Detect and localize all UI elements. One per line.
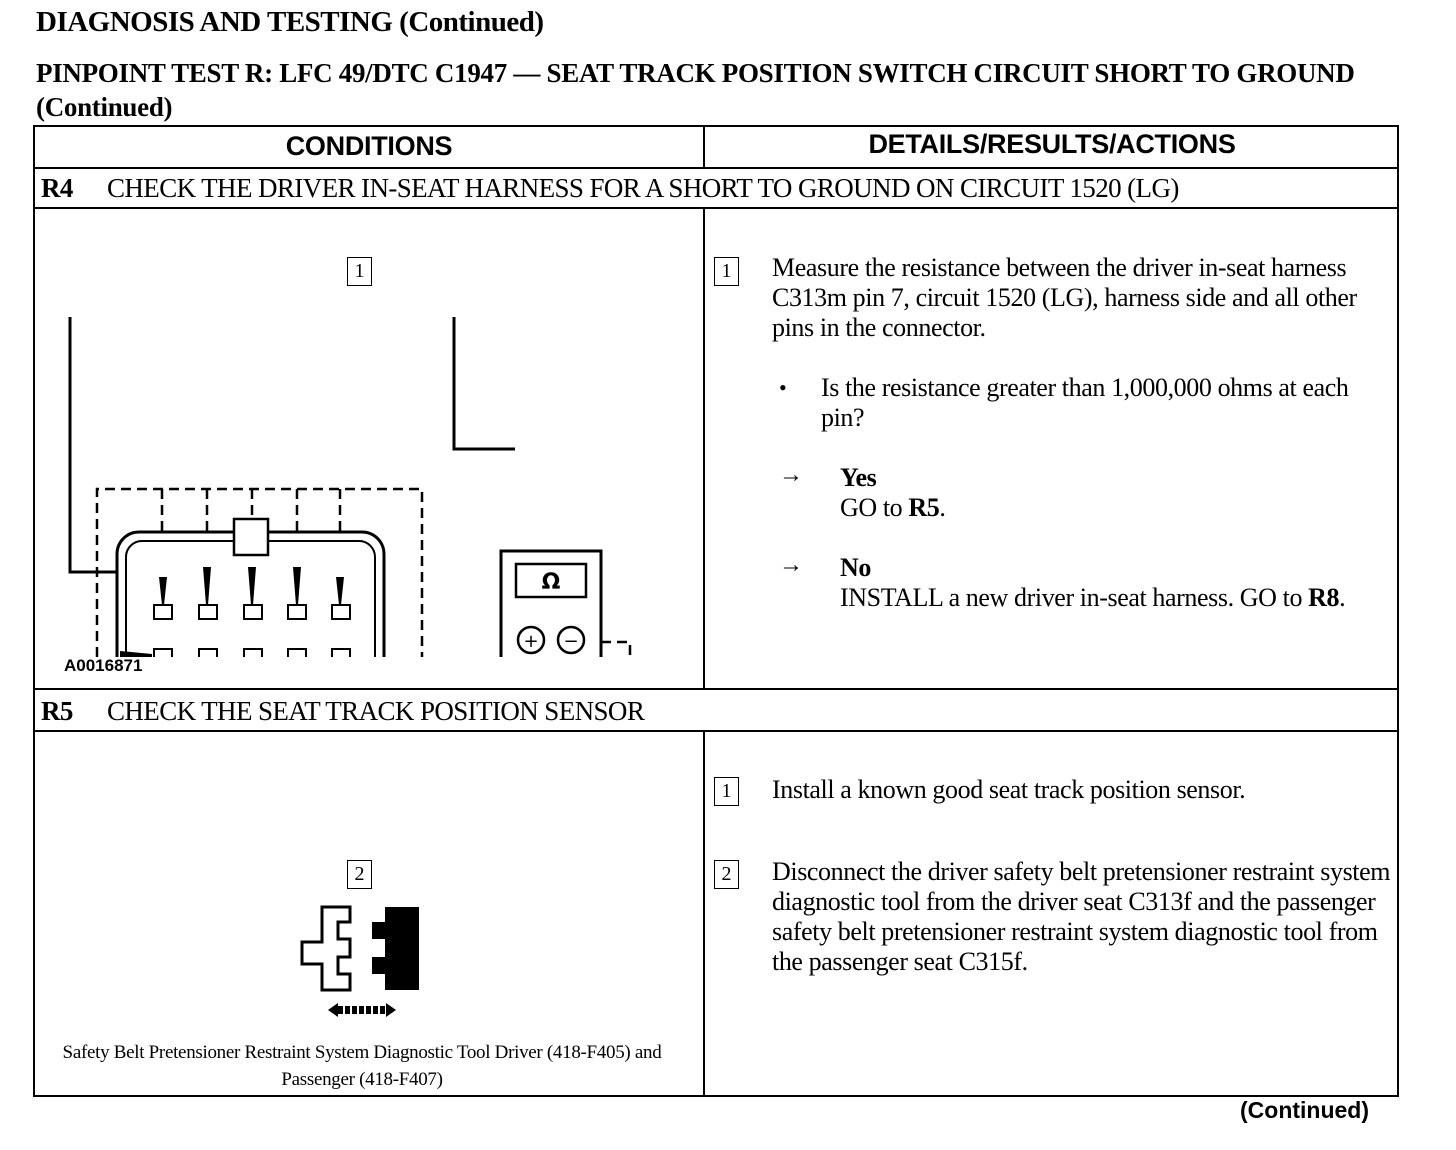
r5-id: R5 — [41, 696, 73, 726]
negative-terminal — [556, 625, 586, 655]
positive-terminal — [516, 625, 546, 655]
ohm-symbol: Ω — [542, 570, 561, 595]
r4-figure-step-box: 1 — [347, 257, 372, 286]
pinpoint-test-title: PINPOINT TEST R: LFC 49/DTC C1947 — SEAT… — [36, 58, 1355, 122]
yes-action: GO to R5. — [840, 493, 946, 523]
r4-step-1-text: Measure the resistance between the drive… — [772, 253, 1357, 342]
r5-top-divider — [35, 688, 1397, 690]
header-divider — [35, 167, 1397, 169]
r4-title-divider — [35, 207, 1397, 209]
r5-step-1-box: 1 — [714, 777, 739, 806]
minus-sign: − — [563, 631, 578, 652]
r5-heading: R5 CHECK THE SEAT TRACK POSITION SENSOR — [41, 696, 645, 727]
no-arrow: → — [779, 552, 803, 578]
yes-action-text: GO to — [840, 493, 909, 522]
column-divider-r4 — [703, 207, 705, 688]
r5-step-2-text: Disconnect the driver safety belt preten… — [772, 857, 1391, 976]
r4-step-1-box: 1 — [714, 257, 739, 286]
r5-step-1-text: Install a known good seat track position… — [772, 775, 1246, 804]
diagnostic-tool-diagram — [300, 905, 419, 1017]
r5-title: CHECK THE SEAT TRACK POSITION SENSOR — [107, 696, 645, 726]
no-action-text: INSTALL a new driver in-seat harness. GO… — [840, 583, 1309, 612]
column-divider-r5 — [703, 730, 705, 1097]
column-divider-header — [703, 127, 705, 167]
r4-question: Is the resistance greater than 1,000,000… — [821, 373, 1349, 432]
r5-step-2-box: 2 — [714, 860, 739, 889]
tool-caption: Safety Belt Pretensioner Restraint Syste… — [62, 1042, 662, 1090]
plus-sign: + — [523, 631, 538, 652]
no-label: No — [840, 553, 871, 582]
r5-title-divider — [35, 730, 1397, 732]
continued-label: (Continued) — [1240, 1097, 1370, 1123]
r4-bullet: • — [779, 375, 787, 400]
connector-meter-diagram: Ω + − — [68, 317, 632, 657]
yes-action-ref: R5 — [908, 493, 940, 522]
no-action-ref: R8 — [1308, 583, 1340, 612]
yes-label: Yes — [840, 463, 877, 492]
r4-heading: R4 CHECK THE DRIVER IN-SEAT HARNESS FOR A… — [41, 173, 1179, 204]
yes-arrow: → — [779, 462, 803, 488]
figure-id: A0016871 — [64, 656, 143, 675]
page-title: DIAGNOSIS AND TESTING (Continued) — [36, 6, 544, 38]
r4-id: R4 — [41, 173, 73, 203]
no-action-end: . — [1339, 583, 1346, 612]
yes-action-end: . — [939, 493, 946, 522]
r5-figure-step-box: 2 — [347, 860, 372, 889]
conditions-header: CONDITIONS — [285, 131, 453, 161]
no-action: INSTALL a new driver in-seat harness. GO… — [840, 583, 1395, 613]
r4-title: CHECK THE DRIVER IN-SEAT HARNESS FOR A S… — [107, 173, 1179, 203]
details-header: DETAILS/RESULTS/ACTIONS — [868, 129, 1236, 159]
